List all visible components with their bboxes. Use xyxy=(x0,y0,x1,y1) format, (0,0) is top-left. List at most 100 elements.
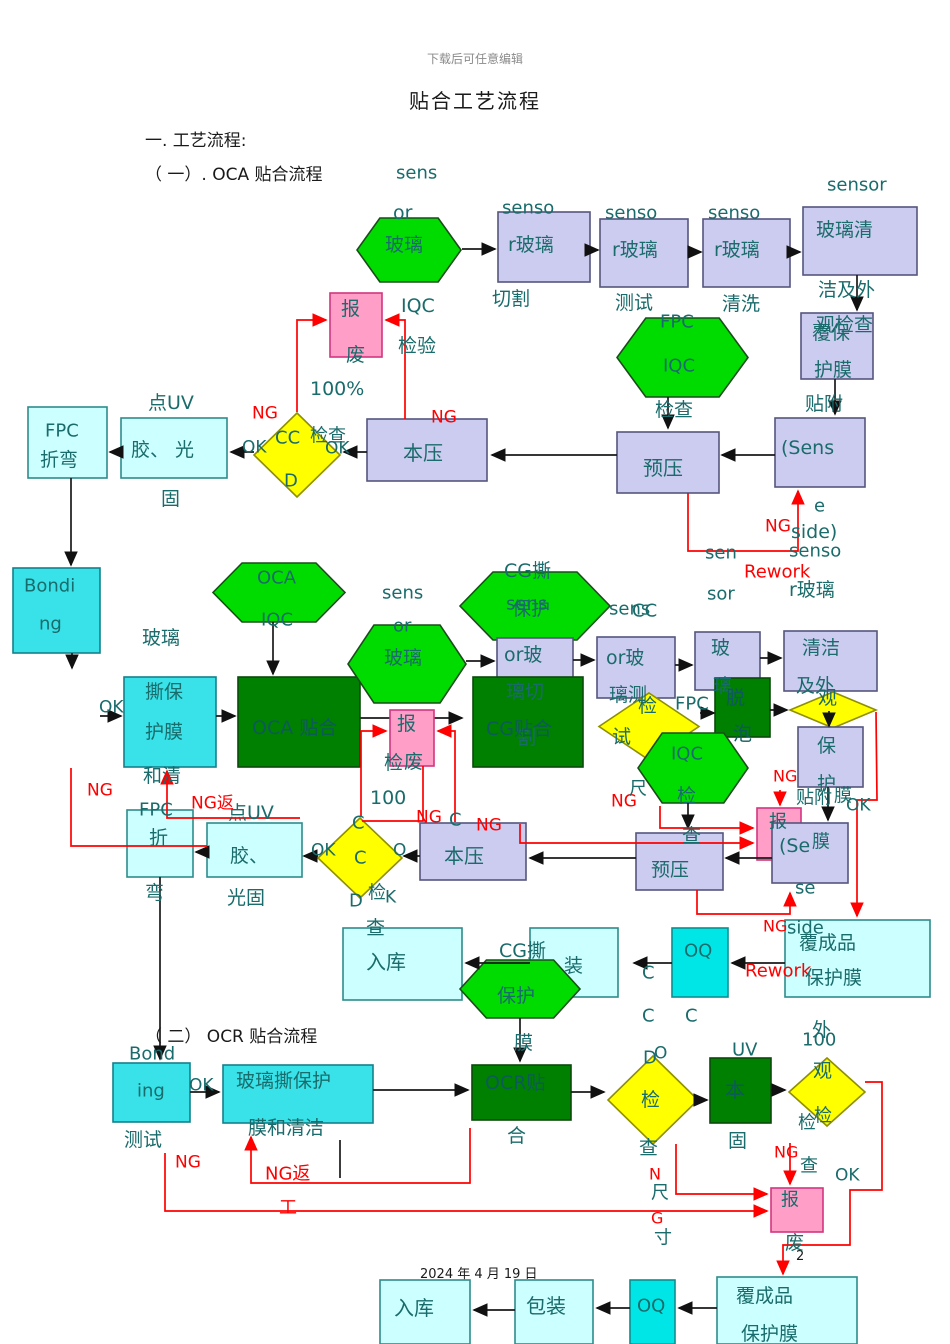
diagram-label: side) xyxy=(791,521,837,543)
diagram-label: OK xyxy=(311,840,336,860)
diagram-label: sor xyxy=(707,583,735,604)
diagram-label: 清洁 xyxy=(802,637,840,659)
diagram-label: NG返 xyxy=(191,793,234,813)
dia-ccd-check-2 xyxy=(316,816,404,900)
diagram-label: ing xyxy=(137,1080,165,1101)
diagram-label: 检查 xyxy=(310,425,346,446)
diagram-label: 膜和清洁 xyxy=(248,1117,324,1139)
diagram-label: Rework xyxy=(744,561,811,582)
diagram-label: CG撕 xyxy=(499,940,546,962)
ng-connector xyxy=(244,1128,471,1184)
hex-oca-iqc-2 xyxy=(211,562,347,623)
diagram-label: 包装 xyxy=(526,1294,566,1318)
diagram-label: 点UV xyxy=(228,802,274,824)
box-mainpress-2 xyxy=(419,822,527,881)
diagram-label: 外 xyxy=(812,1019,831,1041)
ng-connector xyxy=(687,489,805,552)
diagram-label: UV xyxy=(732,1039,758,1060)
diagram-label: 报 xyxy=(781,1189,799,1210)
diagram-label: 预压 xyxy=(643,456,683,480)
box-tear-film-2 xyxy=(123,676,217,768)
diagram-label: N xyxy=(649,1165,661,1184)
section-heading-ocr: （ 二） OCR 贴合流程 xyxy=(145,1027,318,1047)
diagram-label: OK xyxy=(99,697,124,717)
hex-cg-tear-film-2a xyxy=(458,571,612,641)
diagram-label: NG xyxy=(252,403,278,423)
diagram-label: 洁及外 xyxy=(818,279,875,301)
box-oqc-2 xyxy=(671,927,729,998)
hex-fpc-iqc-1 xyxy=(616,317,749,398)
diagram-label: 废 xyxy=(404,751,423,773)
diagram-label: 胶、 xyxy=(230,845,268,867)
diagram-label: 查 xyxy=(800,1155,818,1176)
box-fpc-bend-2 xyxy=(126,809,194,878)
diagram-label: 测试 xyxy=(124,1129,162,1151)
diagram-label: NG xyxy=(765,516,791,536)
diagram-label: 折弯 xyxy=(40,449,78,471)
diagram-label: 检验 xyxy=(398,335,436,357)
diagram-label: OK xyxy=(189,1075,214,1095)
diagram-label: C xyxy=(352,812,365,833)
diagram-label: 观 xyxy=(818,687,837,709)
ng-connector xyxy=(519,824,755,850)
diagram-label: Rework xyxy=(745,960,812,981)
diagram-label: 点UV xyxy=(148,392,194,414)
diagram-label: r玻璃 xyxy=(789,579,835,601)
diagram-label: e xyxy=(814,495,825,516)
diagram-label: C xyxy=(685,1005,698,1026)
box-cg-lamination-2 xyxy=(472,676,584,768)
ng-connector xyxy=(659,806,755,835)
diagram-label: OK xyxy=(846,795,871,815)
diagram-label: 查 xyxy=(366,917,385,939)
box-sensor-glass-clean-1 xyxy=(702,218,791,288)
diagram-label: 尺 xyxy=(651,1182,669,1203)
diagram-label: C xyxy=(642,1005,655,1026)
box-ocr-lamination-3 xyxy=(471,1064,572,1121)
diagram-label: 覆保 xyxy=(812,322,850,344)
diagram-label: 玻璃清 xyxy=(816,219,873,241)
diagram-label: or xyxy=(393,202,413,224)
dia-ccd-check-1 xyxy=(252,411,342,499)
ng-connector xyxy=(160,769,300,819)
diagram-label: 合 xyxy=(507,1125,526,1147)
diagram-label: 报 xyxy=(397,713,416,735)
diagram-label: sens xyxy=(396,162,437,183)
diagram-label: O xyxy=(654,1043,667,1063)
dia-visual-check-3 xyxy=(787,1056,867,1128)
diagram-label: 尺 xyxy=(629,778,647,799)
diagram-label: C xyxy=(449,809,462,830)
diagram-label: NG返 xyxy=(265,1163,310,1184)
diagram-label: G xyxy=(651,1209,663,1228)
diagram-label: NG xyxy=(175,1152,201,1172)
ng-connector xyxy=(296,313,328,412)
box-degas-2 xyxy=(714,677,771,738)
diagram-label: side xyxy=(787,917,824,938)
diagram-label: (Sens xyxy=(781,437,834,459)
ng-connector xyxy=(362,766,424,822)
diagram-label: FPC xyxy=(675,693,709,714)
diagram-label: 膜 xyxy=(812,831,830,852)
ng-connector xyxy=(776,1081,883,1276)
page-title: 贴合工艺流程 xyxy=(409,89,541,113)
diagram-label: 贴附 xyxy=(805,393,843,415)
box-clean-inspect-2 xyxy=(783,630,878,692)
ng-connector xyxy=(675,1144,769,1201)
diagram-label: 预压 xyxy=(651,859,689,881)
diagram-label: 清洗 xyxy=(722,293,760,315)
diagram-label: 脱 xyxy=(726,687,745,709)
diagram-label: r玻璃 xyxy=(714,239,760,261)
box-cover-film-1 xyxy=(800,312,874,380)
box-tear-film-3 xyxy=(222,1064,374,1124)
diagram-label: 弯 xyxy=(145,882,164,904)
diagram-label: senso xyxy=(502,197,554,218)
box-warehouse-2 xyxy=(342,927,463,1001)
diagram-label: C xyxy=(354,847,367,868)
diagram-label: 检 xyxy=(677,785,696,807)
box-finished-inspect-2 xyxy=(784,919,931,998)
ng-connector xyxy=(360,724,388,817)
diagram-label: CG贴合 xyxy=(486,718,552,740)
diagram-label: OCA 贴合 xyxy=(252,717,337,739)
diagram-label: 玻璃 xyxy=(385,234,423,256)
hex-sensor-glass-iqc-1 xyxy=(356,217,462,283)
box-warehouse-3 xyxy=(379,1279,471,1344)
